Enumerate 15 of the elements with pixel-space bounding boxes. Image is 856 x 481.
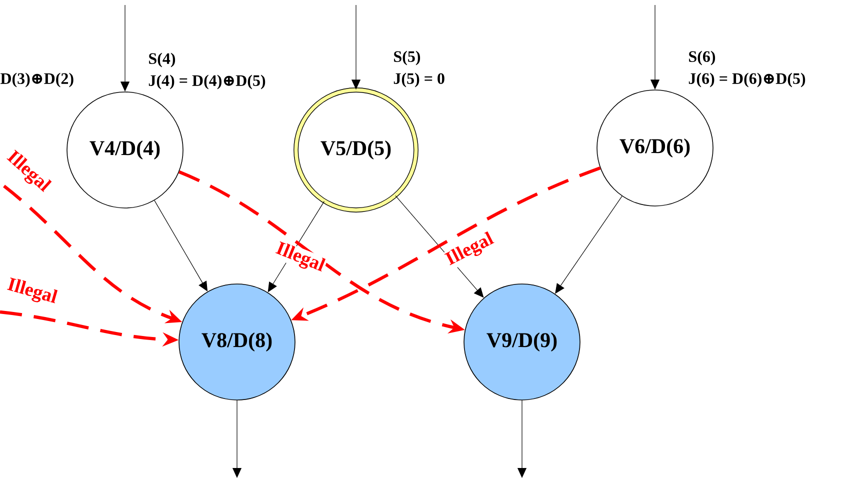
node-annotation: J(6) = D(6)⊕D(5) [688, 72, 806, 88]
node-annotation: S(6) [689, 50, 716, 66]
circle-node: V8/D(8) [178, 284, 296, 400]
node-annotation: S(4) [149, 52, 176, 68]
circle-node: V5/D(5) [294, 88, 418, 212]
arrow [555, 196, 622, 294]
node-annotation: J(4) = D(4)⊕D(5) [148, 74, 266, 90]
node-annotation: S(5) [394, 50, 420, 66]
node-annotation: J(5) = 0 [394, 72, 444, 88]
circle-node: V6/D(6) [596, 90, 714, 206]
edge-label: Illegal [4, 275, 60, 309]
edge-label: Illegal [272, 239, 328, 277]
circle-node: V9/D(9) [464, 284, 580, 400]
annotation-text: D(3)⊕D(2) [0, 72, 74, 88]
circle-node: V4/D(4) [66, 92, 184, 208]
